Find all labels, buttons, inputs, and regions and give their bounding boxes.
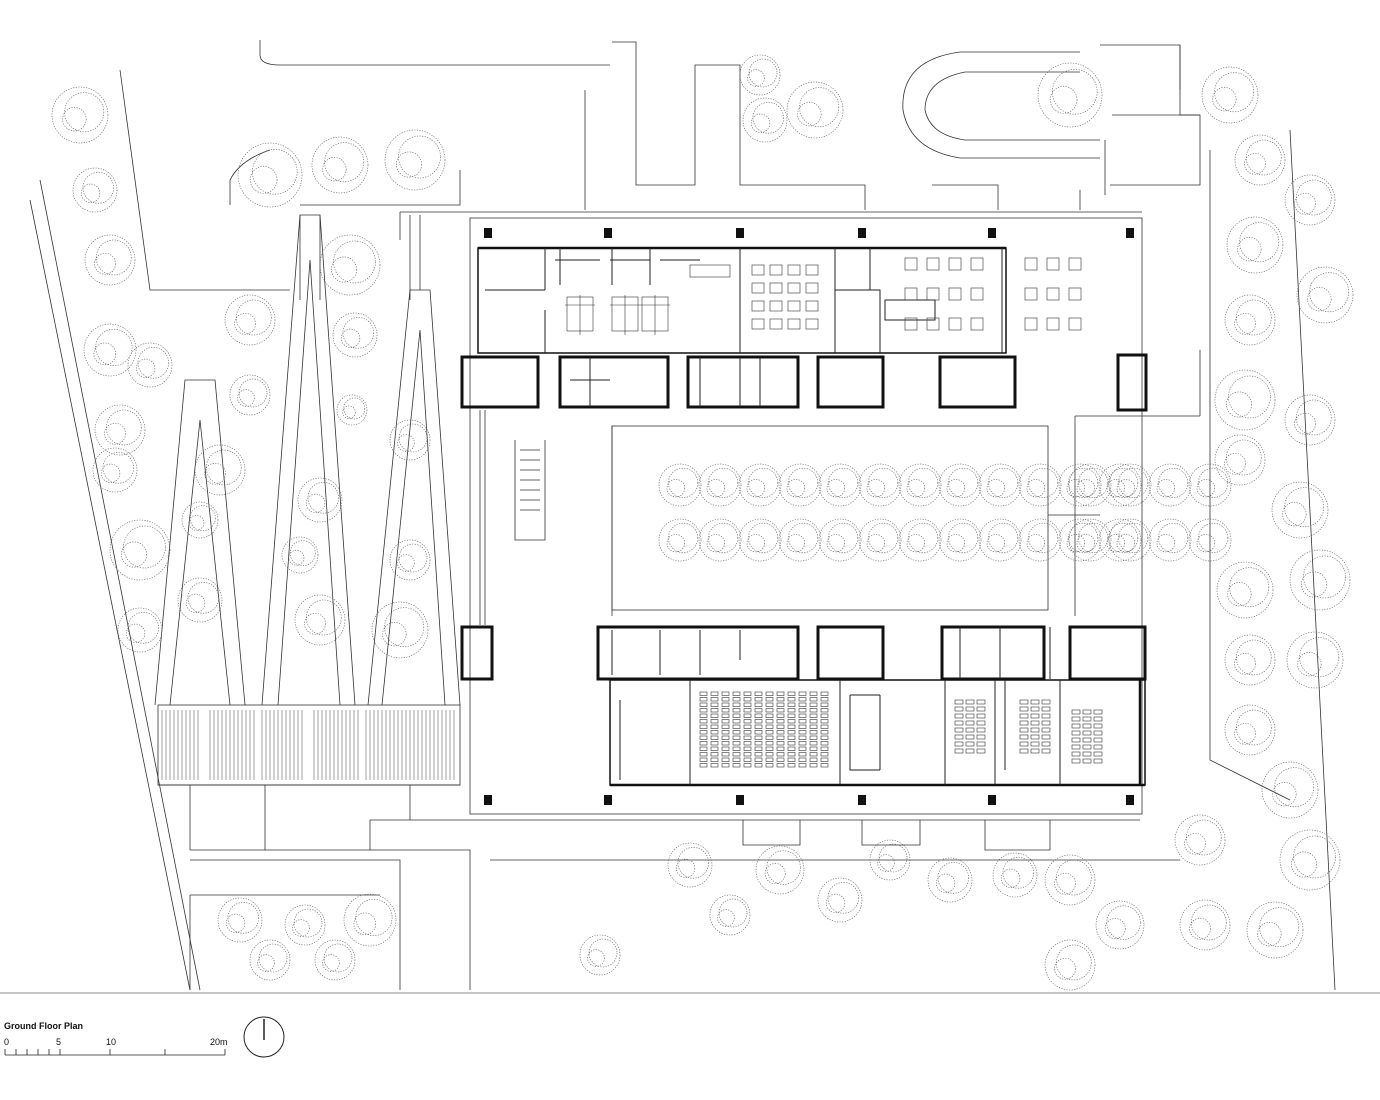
- north-arrow-icon: [243, 1016, 285, 1058]
- plan-title: Ground Floor Plan: [4, 1021, 83, 1031]
- scale-label-10: 10: [106, 1037, 117, 1047]
- scale-label-5: 5: [56, 1037, 62, 1047]
- furniture: [565, 257, 1103, 768]
- tree-icon: [51, 54, 1354, 991]
- building-walls: [460, 246, 1148, 787]
- scale-label-0: 0: [4, 1037, 10, 1047]
- scale-bar: [4, 1049, 226, 1056]
- entrance-steps: [161, 710, 455, 780]
- interior-partitions: [485, 248, 1061, 785]
- structural-columns: [484, 228, 1134, 805]
- site-linework: [0, 40, 1380, 994]
- scale-label-20m: 20m: [210, 1037, 228, 1047]
